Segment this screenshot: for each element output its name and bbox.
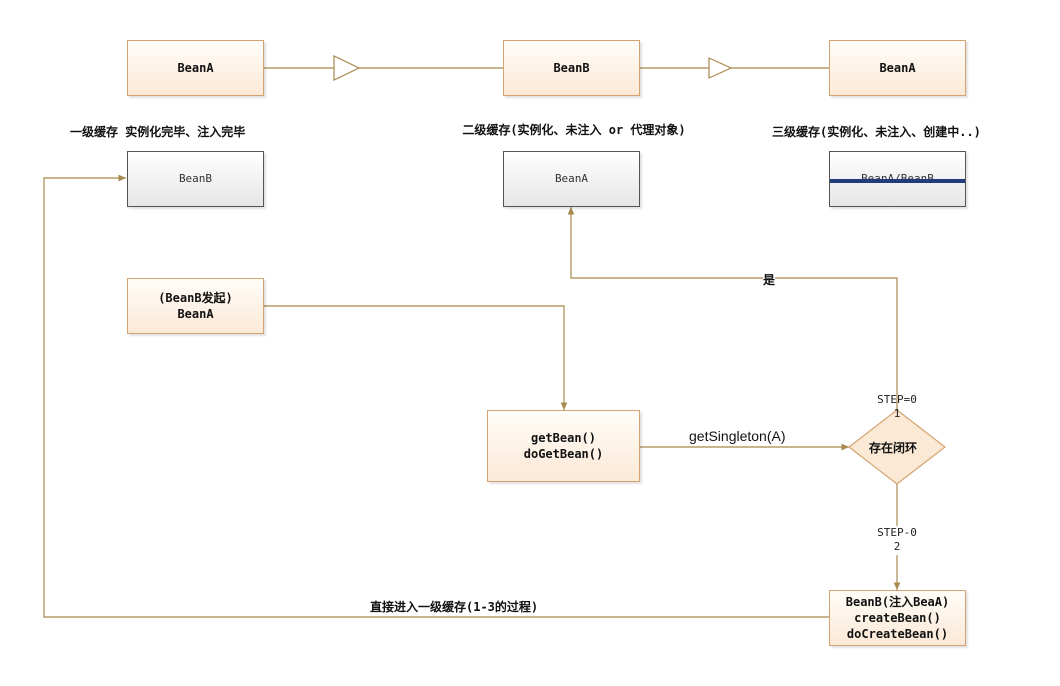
createbean-line2: createBean() bbox=[854, 610, 941, 625]
top-box-beanb: BeanB bbox=[503, 40, 640, 96]
level3-cache-title: 三级缓存(实例化、未注入、创建中..) bbox=[772, 125, 981, 139]
level3-cache-box: BeanA/BeanB bbox=[829, 151, 966, 207]
step1-line1: STEP=0 bbox=[877, 393, 917, 406]
step2-label: STEP-0 2 bbox=[867, 526, 927, 555]
edge-yes-to-level2 bbox=[567, 207, 898, 410]
getbean-line2: doGetBean() bbox=[523, 447, 604, 461]
step2-line1: STEP-0 bbox=[877, 526, 917, 539]
decision-label: 存在闭环 bbox=[869, 441, 918, 455]
triangle-arrow-1 bbox=[333, 55, 361, 81]
top-box-beana-2: BeanA bbox=[829, 40, 966, 96]
decision-diamond bbox=[848, 409, 946, 485]
initiator-box: (BeanB发起) BeanA bbox=[127, 278, 264, 334]
initiator-line1: (BeanB发起) bbox=[158, 290, 233, 305]
yes-label: 是 bbox=[763, 271, 776, 288]
getbean-box: getBean() doGetBean() bbox=[487, 410, 640, 482]
createbean-line1: BeanB(注入BeaA) bbox=[845, 594, 950, 609]
top-box-beana-1: BeanA bbox=[127, 40, 264, 96]
triangle-arrow-2 bbox=[708, 57, 733, 79]
level2-cache-title: 二级缓存(实例化、未注入 or 代理对象) bbox=[462, 123, 686, 137]
level3-strike-bar bbox=[830, 179, 965, 183]
step1-label: STEP=0 1 bbox=[867, 393, 927, 422]
level2-cache-content: BeanA bbox=[554, 171, 589, 185]
level1-cache-content: BeanB bbox=[178, 171, 213, 185]
top-box-beanb-label: BeanB bbox=[553, 60, 590, 75]
getbean-line1: getBean() bbox=[530, 430, 597, 445]
createbean-box: BeanB(注入BeaA) createBean() doCreateBean(… bbox=[829, 590, 966, 646]
step2-line2: 2 bbox=[893, 540, 901, 554]
back-to-level1-label: 直接进入一级缓存(1-3的过程) bbox=[370, 600, 539, 614]
initiator-line2: BeanA bbox=[177, 307, 214, 321]
step1-line2: 1 bbox=[893, 407, 901, 421]
edge-back-to-level1 bbox=[43, 174, 829, 618]
getsingleton-edge-label: getSingleton(A) bbox=[689, 428, 786, 444]
edge-initiator-getbean bbox=[264, 305, 568, 410]
level2-cache-box: BeanA bbox=[503, 151, 640, 207]
level1-cache-title: 一级缓存 实例化完毕、注入完毕 bbox=[70, 125, 246, 139]
top-box-beana-1-label: BeanA bbox=[177, 60, 214, 75]
createbean-line3: doCreateBean() bbox=[846, 627, 949, 642]
level1-cache-box: BeanB bbox=[127, 151, 264, 207]
top-box-beana-2-label: BeanA bbox=[879, 60, 916, 75]
